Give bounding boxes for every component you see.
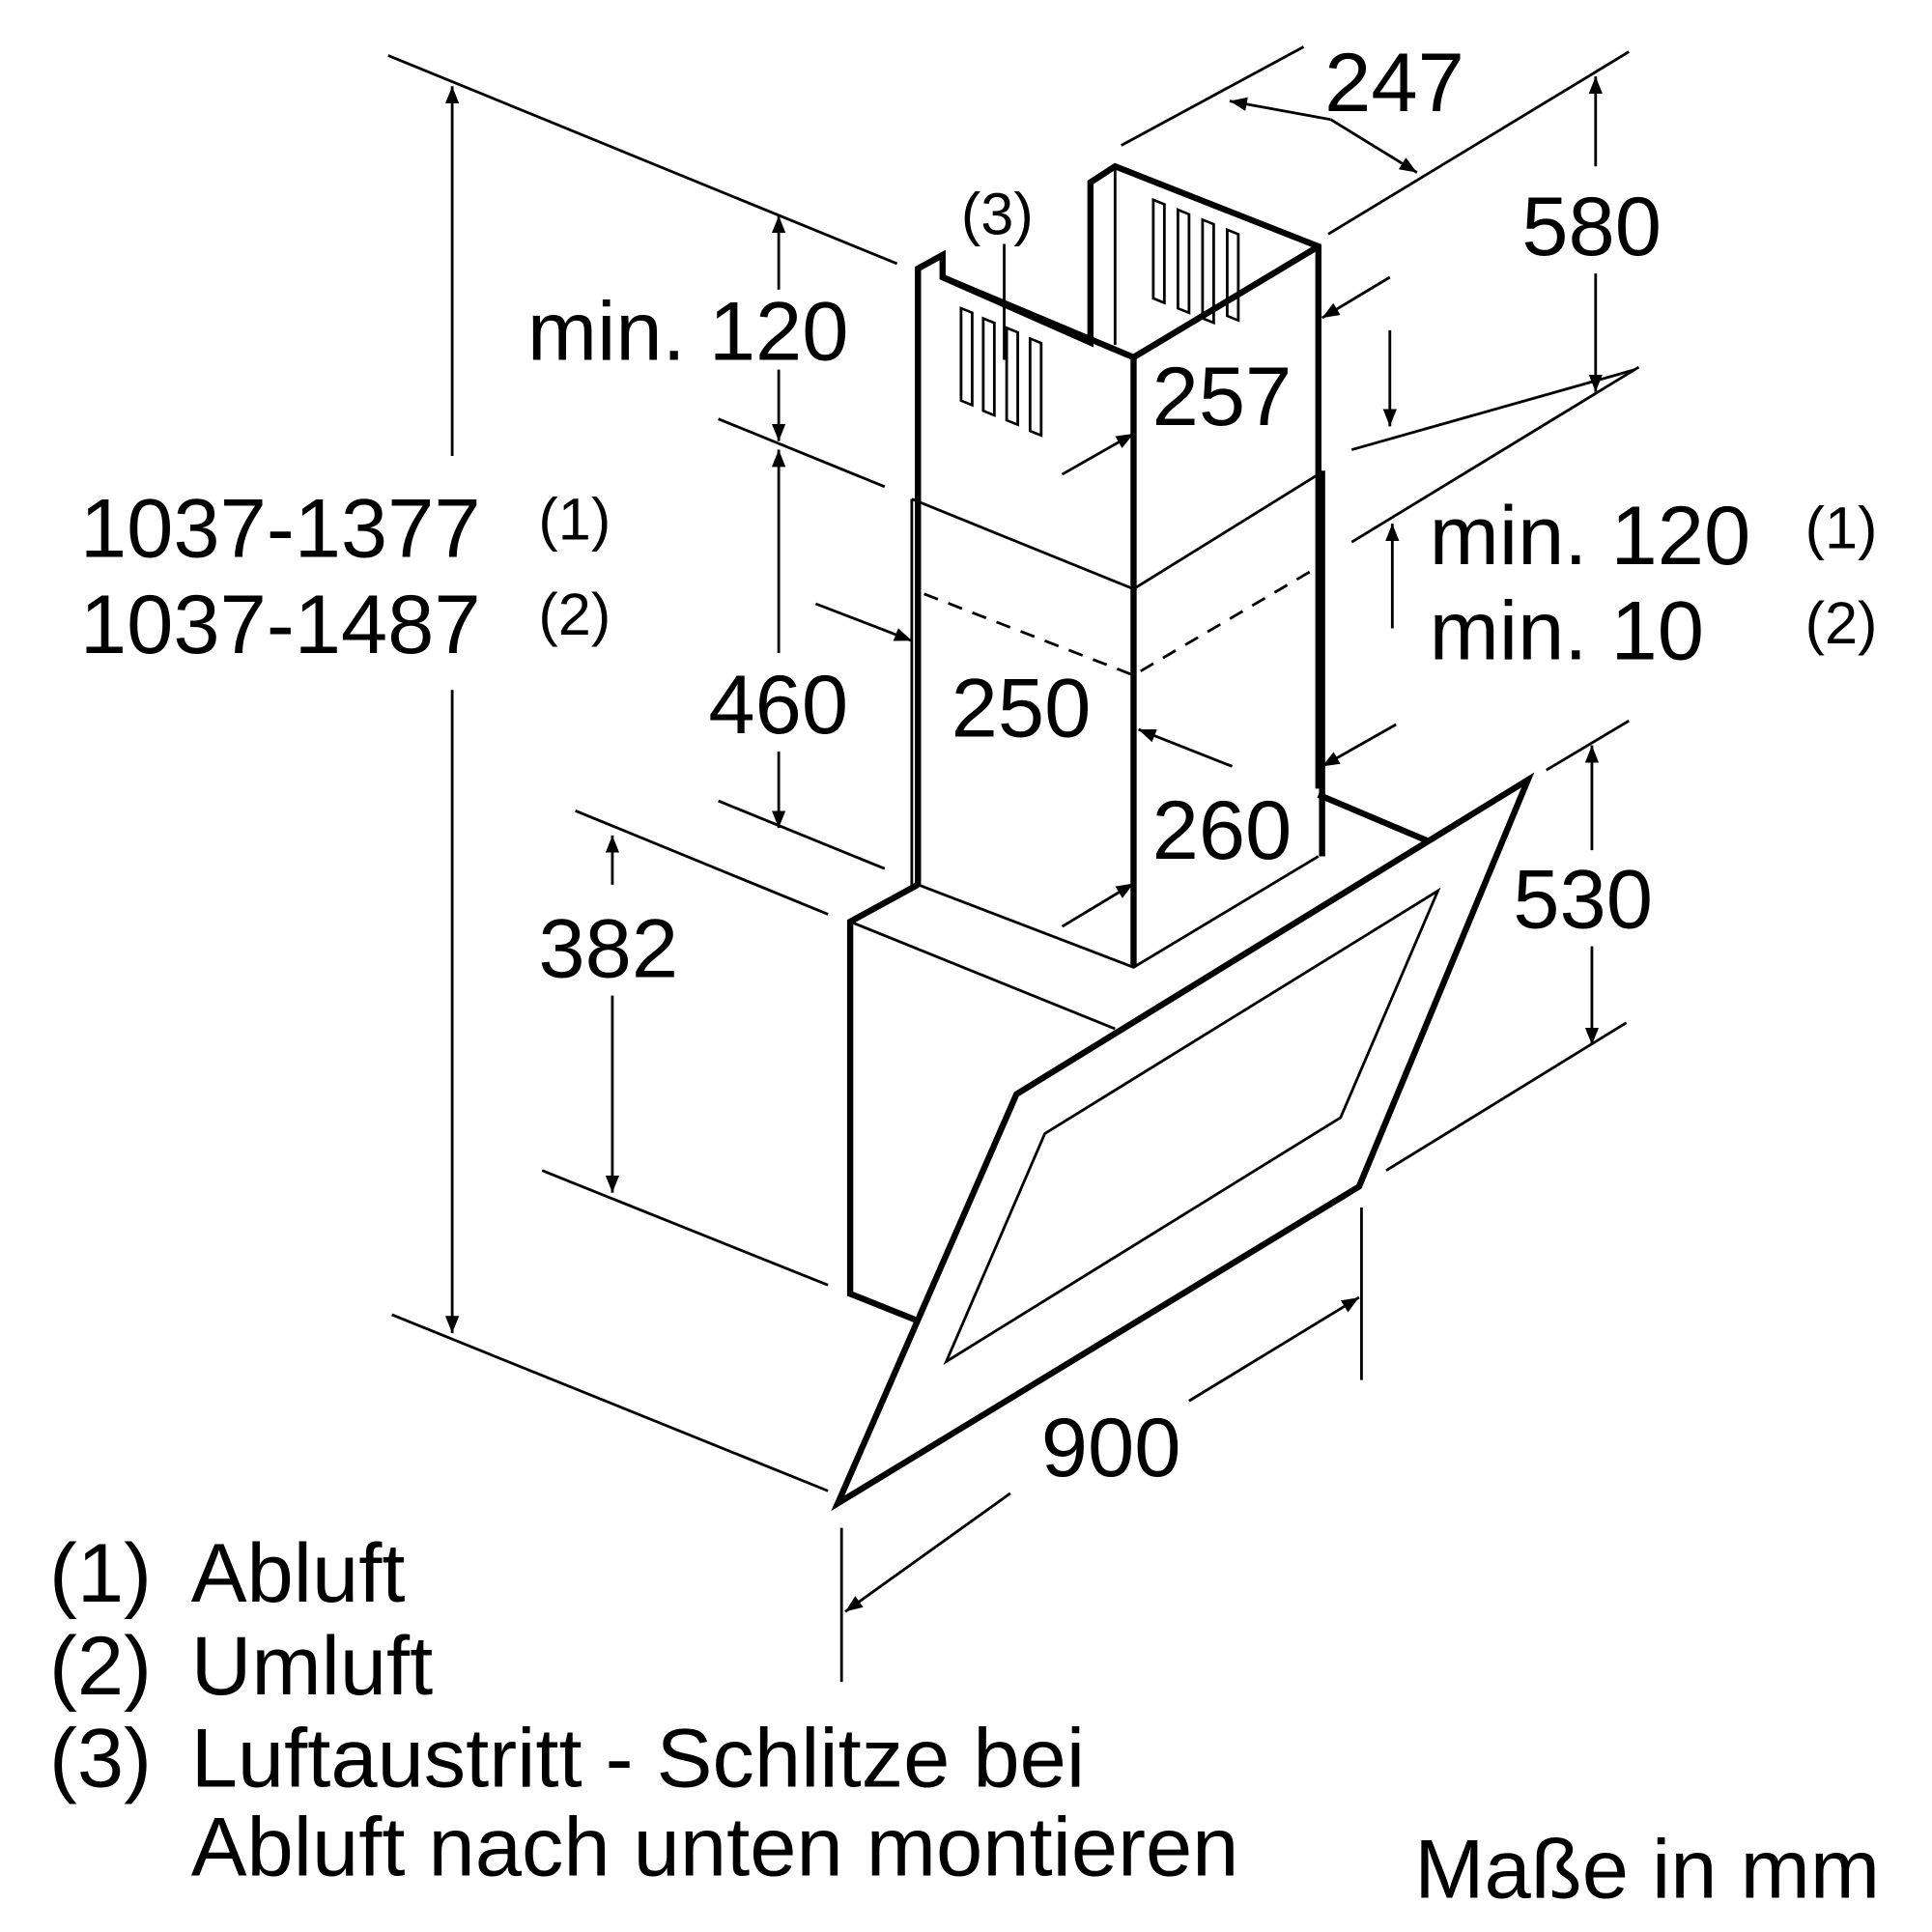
dim-height-top: 580: [1521, 180, 1662, 273]
dim-min-right-2: min. 10: [1430, 583, 1704, 677]
legend-text-2: Umluft: [191, 1619, 434, 1713]
legend-text-3-cont: Abluft nach unten montieren: [191, 1800, 1239, 1893]
extension-lines: [387, 45, 1640, 1683]
dim-min-right-2-ref: (2): [1805, 590, 1878, 656]
dim-chimney-width: 250: [952, 662, 1092, 755]
dim-min-right-1-ref: (1): [1805, 496, 1878, 561]
dim-depth-lower: 260: [1152, 783, 1293, 877]
glass-panel: [831, 772, 1535, 1512]
dim-min-right-1: min. 120: [1430, 489, 1751, 582]
dim-hood-height: 382: [538, 901, 678, 995]
dim-total-height-1: 1037-1377: [80, 482, 481, 576]
legend-text-3: Luftaustritt - Schlitze bei: [191, 1711, 1085, 1804]
dim-width: 900: [1041, 1401, 1181, 1494]
dim-width-top: 247: [1324, 36, 1464, 129]
dim-glass-depth: 530: [1513, 852, 1653, 946]
units-note: Maße in mm: [1414, 1822, 1880, 1916]
dim-total-height-2: 1037-1487: [80, 578, 481, 671]
dim-depth-upper: 257: [1152, 350, 1293, 443]
hood-body: [846, 791, 1431, 1324]
dim-min-top: min. 120: [527, 284, 849, 378]
chimney-lower: [910, 470, 1325, 969]
air-outlet-slots: [959, 197, 1240, 438]
dim-total-height-1-ref: (1): [538, 487, 611, 553]
legend-ref-3: (3): [49, 1711, 152, 1804]
legend-ref-1: (1): [49, 1526, 152, 1620]
legend-text-1: Abluft: [191, 1526, 406, 1620]
slots-ref: (3): [961, 181, 1034, 246]
legend-ref-2: (2): [49, 1619, 152, 1713]
legend: (1) Abluft (2) Umluft (3) Luftaustritt -…: [49, 1526, 1238, 1893]
dim-chimney-lower: 460: [708, 658, 848, 752]
dim-total-height-2-ref: (2): [538, 582, 611, 647]
chimney-upper: [915, 162, 1321, 968]
dimension-arrows: [444, 76, 1603, 1613]
